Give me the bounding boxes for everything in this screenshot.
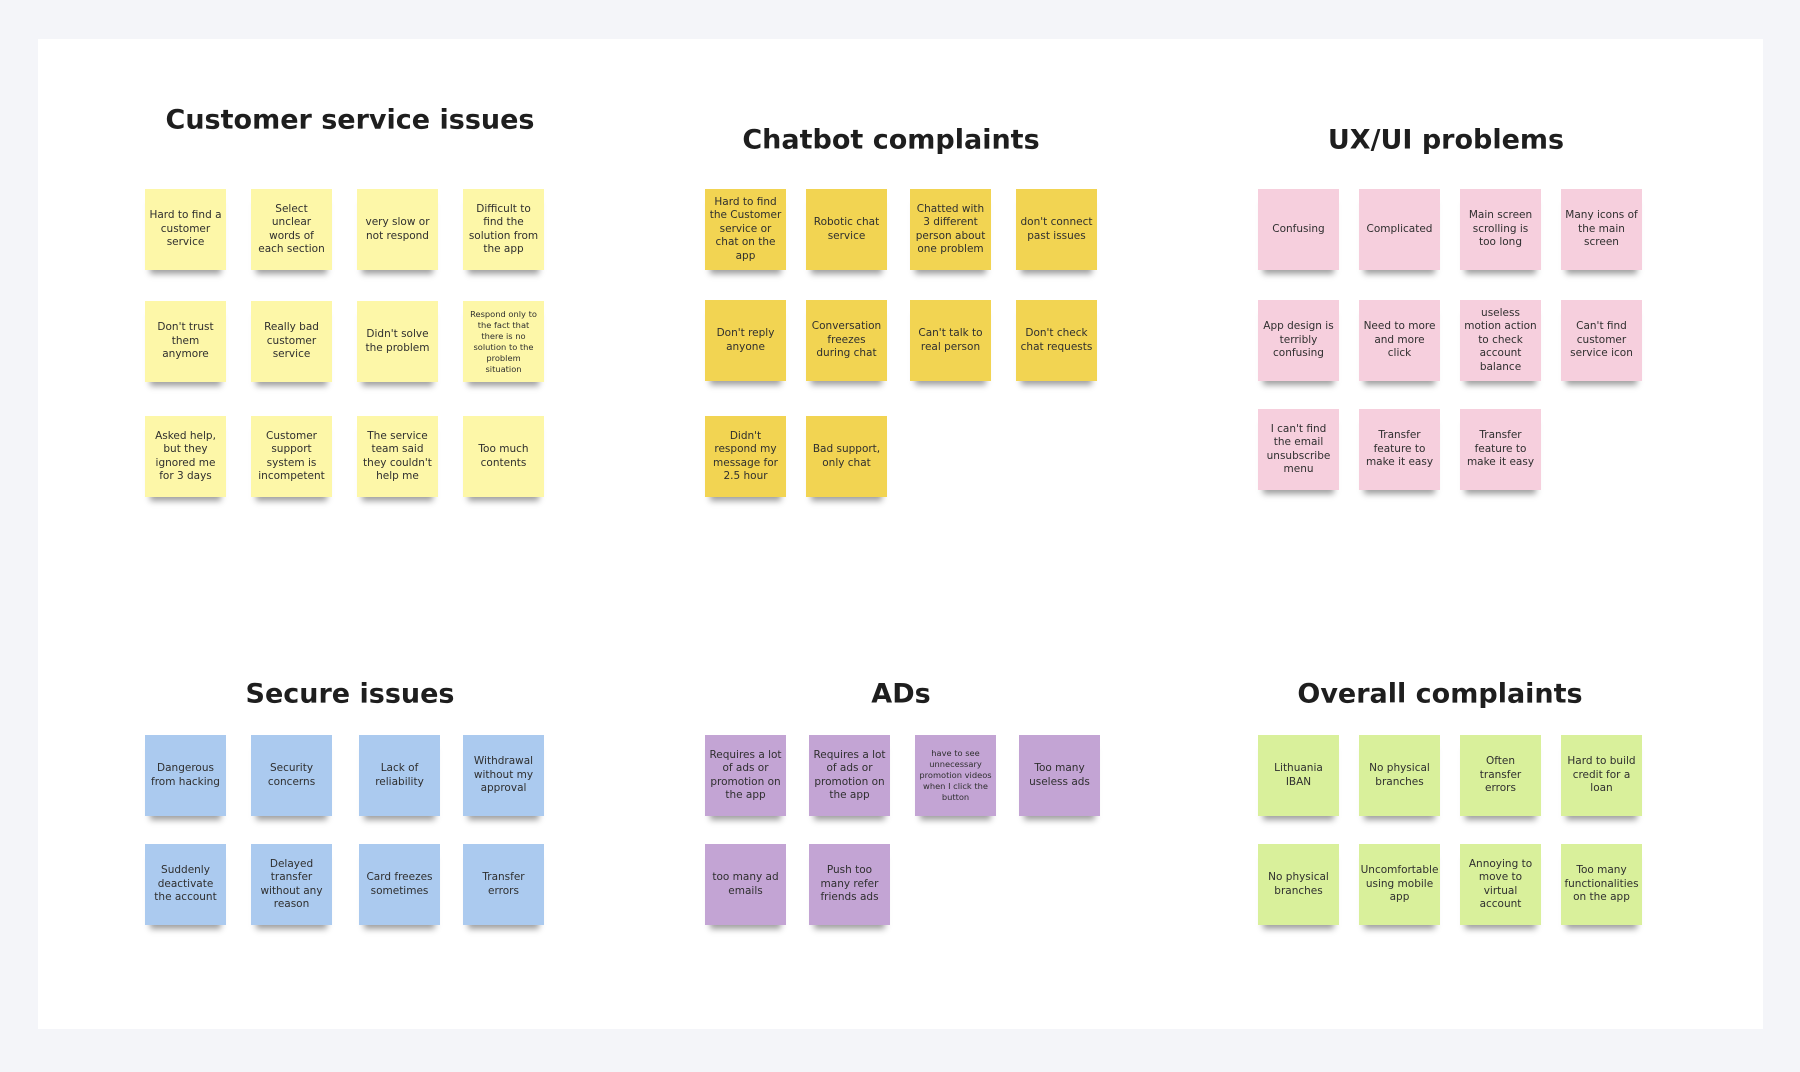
sticky-note[interactable]: Chatted with 3 different person about on… <box>910 189 991 270</box>
sticky-note[interactable]: useless motion action to check account b… <box>1460 300 1541 381</box>
sticky-note[interactable]: Can't talk to real person <box>910 300 991 381</box>
sticky-note[interactable]: Transfer feature to make it easy <box>1460 409 1541 490</box>
sticky-note[interactable]: Too many functionalities on the app <box>1561 844 1642 925</box>
sticky-note[interactable]: Didn't respond my message for 2.5 hour <box>705 416 786 497</box>
sticky-note[interactable]: Push too many refer friends ads <box>809 844 890 925</box>
sticky-note[interactable]: Lack of reliability <box>359 735 440 816</box>
sticky-note[interactable]: don't connect past issues <box>1016 189 1097 270</box>
sticky-note[interactable]: Don't reply anyone <box>705 300 786 381</box>
sticky-note[interactable]: Hard to build credit for a loan <box>1561 735 1642 816</box>
sticky-note[interactable]: Difficult to find the solution from the … <box>463 189 544 270</box>
sticky-note[interactable]: App design is terribly confusing <box>1258 300 1339 381</box>
sticky-note[interactable]: I can't find the email unsubscribe menu <box>1258 409 1339 490</box>
sticky-note[interactable]: Didn't solve the problem <box>357 301 438 382</box>
sticky-note[interactable]: Withdrawal without my approval <box>463 735 544 816</box>
sticky-note[interactable]: Robotic chat service <box>806 189 887 270</box>
sticky-note[interactable]: Bad support, only chat <box>806 416 887 497</box>
sticky-note[interactable]: Dangerous from hacking <box>145 735 226 816</box>
sticky-note[interactable]: Main screen scrolling is too long <box>1460 189 1541 270</box>
sticky-note[interactable]: Too much contents <box>463 416 544 497</box>
sticky-note[interactable]: The service team said they couldn't help… <box>357 416 438 497</box>
sticky-note[interactable]: Hard to find a customer service <box>145 189 226 270</box>
sticky-note[interactable]: Often transfer errors <box>1460 735 1541 816</box>
group-title[interactable]: Overall complaints <box>1297 678 1583 710</box>
sticky-note[interactable]: Hard to find the Customer service or cha… <box>705 189 786 270</box>
sticky-note[interactable]: Suddenly deactivate the account <box>145 844 226 925</box>
sticky-note[interactable]: Annoying to move to virtual account <box>1460 844 1541 925</box>
group-title[interactable]: UX/UI problems <box>1327 124 1565 156</box>
sticky-note[interactable]: Delayed transfer without any reason <box>251 844 332 925</box>
sticky-note[interactable]: Don't check chat requests <box>1016 300 1097 381</box>
sticky-note[interactable]: Requires a lot of ads or promotion on th… <box>705 735 786 816</box>
sticky-note[interactable]: too many ad emails <box>705 844 786 925</box>
group-title[interactable]: ADs <box>871 678 931 710</box>
sticky-note[interactable]: Requires a lot of ads or promotion on th… <box>809 735 890 816</box>
sticky-note[interactable]: Customer support system is incompetent <box>251 416 332 497</box>
sticky-note[interactable]: Complicated <box>1359 189 1440 270</box>
sticky-note[interactable]: have to see unnecessary promotion videos… <box>915 735 996 816</box>
sticky-note[interactable]: Confusing <box>1258 189 1339 270</box>
sticky-note[interactable]: Lithuania IBAN <box>1258 735 1339 816</box>
sticky-note[interactable]: Select unclear words of each section <box>251 189 332 270</box>
sticky-note[interactable]: Need to more and more click <box>1359 300 1440 381</box>
group-title[interactable]: Chatbot complaints <box>742 124 1040 156</box>
sticky-note[interactable]: Can't find customer service icon <box>1561 300 1642 381</box>
sticky-note[interactable]: Many icons of the main screen <box>1561 189 1642 270</box>
sticky-note[interactable]: No physical branches <box>1359 735 1440 816</box>
sticky-note[interactable]: Respond only to the fact that there is n… <box>463 301 544 382</box>
sticky-note[interactable]: Card freezes sometimes <box>359 844 440 925</box>
sticky-note[interactable]: Uncomfortable using mobile app <box>1359 844 1440 925</box>
sticky-note[interactable]: Transfer feature to make it easy <box>1359 409 1440 490</box>
group-title[interactable]: Customer service issues <box>165 104 535 136</box>
sticky-note[interactable]: Too many useless ads <box>1019 735 1100 816</box>
sticky-note[interactable]: Don't trust them anymore <box>145 301 226 382</box>
sticky-note[interactable]: very slow or not respond <box>357 189 438 270</box>
sticky-note[interactable]: Conversation freezes during chat <box>806 300 887 381</box>
group-title[interactable]: Secure issues <box>245 678 455 710</box>
sticky-note[interactable]: No physical branches <box>1258 844 1339 925</box>
sticky-note[interactable]: Really bad customer service <box>251 301 332 382</box>
sticky-note[interactable]: Asked help, but they ignored me for 3 da… <box>145 416 226 497</box>
sticky-note[interactable]: Transfer errors <box>463 844 544 925</box>
sticky-note[interactable]: Security concerns <box>251 735 332 816</box>
